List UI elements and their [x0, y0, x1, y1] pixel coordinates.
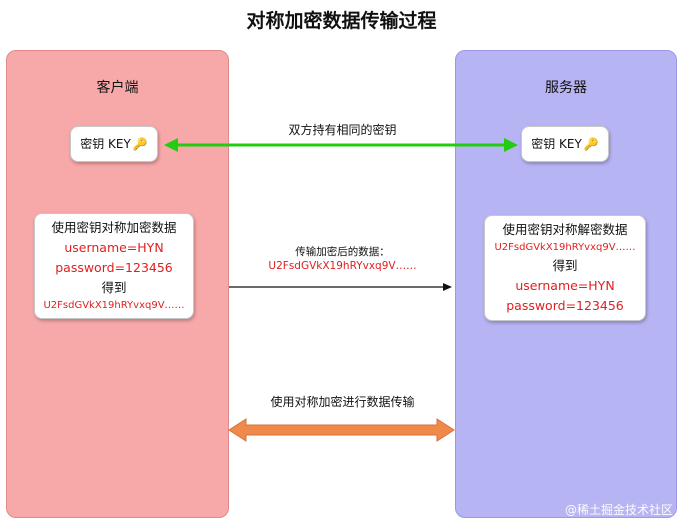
shared-key-arrow — [164, 138, 518, 152]
watermark: @稀土掘金技术社区 — [564, 503, 673, 517]
summary-arrow — [228, 418, 455, 442]
client-key-label: 密钥 KEY — [80, 137, 131, 151]
server-key-label: 密钥 KEY — [531, 137, 582, 151]
client-title: 客户端 — [96, 80, 139, 96]
server-line-action: 使用密钥对称解密数据 — [502, 222, 628, 237]
server-title: 服务器 — [545, 80, 587, 96]
key-icon: 🔑 — [132, 137, 148, 151]
transfer-title: 传输加密后的数据： — [295, 246, 390, 258]
client-line-ciphertext: U2FsdGVkX19hRYvxq9V…… — [43, 300, 185, 311]
transfer-arrow — [229, 283, 452, 291]
client-key-box: 密钥 KEY🔑 — [70, 126, 158, 162]
transfer-ciphertext: U2FsdGVkX19hRYvxq9V…… — [268, 260, 417, 272]
client-line-result-label: 得到 — [101, 280, 127, 295]
key-icon: 🔑 — [583, 137, 599, 151]
server-line-password: password=123456 — [506, 298, 624, 313]
server-line-username: username=HYN — [515, 278, 615, 293]
server-key-box: 密钥 KEY🔑 — [521, 126, 609, 162]
client-line-username: username=HYN — [64, 240, 164, 255]
client-encrypt-box: 使用密钥对称加密数据 username=HYN password=123456 … — [34, 213, 194, 319]
client-line-password: password=123456 — [55, 260, 173, 275]
summary-label: 使用对称加密进行数据传输 — [270, 395, 415, 409]
client-line-action: 使用密钥对称加密数据 — [51, 220, 177, 235]
server-decrypt-box: 使用密钥对称解密数据 U2FsdGVkX19hRYvxq9V…… 得到 user… — [484, 215, 646, 321]
server-line-ciphertext: U2FsdGVkX19hRYvxq9V…… — [494, 242, 636, 253]
shared-key-label: 双方持有相同的密钥 — [288, 123, 397, 137]
diagram-title: 对称加密数据传输过程 — [246, 10, 437, 32]
server-line-result-label: 得到 — [552, 258, 578, 273]
